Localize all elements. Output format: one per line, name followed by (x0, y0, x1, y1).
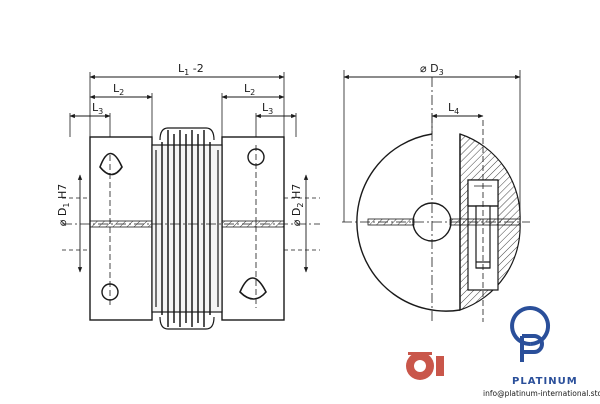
dim-l4: L4 (431, 101, 484, 119)
svg-text:⌀ D1 H7: ⌀ D1 H7 (56, 184, 71, 226)
side-view (62, 127, 320, 330)
end-view (342, 77, 530, 322)
svg-text:L2: L2 (244, 82, 255, 97)
svg-text:L3: L3 (262, 101, 273, 116)
svg-text:L4: L4 (448, 101, 459, 116)
dim-d3: ⌀ D3 (343, 62, 521, 80)
brand-contact: info@platinum-international.store (483, 389, 600, 398)
dim-l2-left: L2 (89, 82, 153, 100)
dim-l3-right: L3 (255, 101, 297, 119)
dim-l3-left: L3 (69, 101, 111, 119)
outer-circle (356, 133, 461, 312)
svg-text:⌀ D2 H7: ⌀ D2 H7 (290, 184, 305, 226)
dim-d2: ⌀ D2 H7 (290, 174, 309, 273)
dim-l1: L1 -2 (89, 62, 285, 80)
svg-text:L1 -2: L1 -2 (178, 62, 204, 77)
svg-text:L2: L2 (113, 82, 124, 97)
svg-text:⌀ D3: ⌀ D3 (420, 62, 444, 77)
dim-l2-right: L2 (221, 82, 285, 100)
red-gear-watermark (406, 352, 444, 380)
left-top-lobe (99, 152, 123, 176)
svg-text:L3: L3 (92, 101, 103, 116)
right-bottom-lobe (239, 277, 267, 300)
platinum-logo: PLATINUM info@platinum-international.sto… (483, 306, 600, 398)
bellows (151, 127, 223, 330)
dim-d1: ⌀ D1 H7 (56, 174, 83, 273)
brand-name: PLATINUM (512, 376, 578, 387)
